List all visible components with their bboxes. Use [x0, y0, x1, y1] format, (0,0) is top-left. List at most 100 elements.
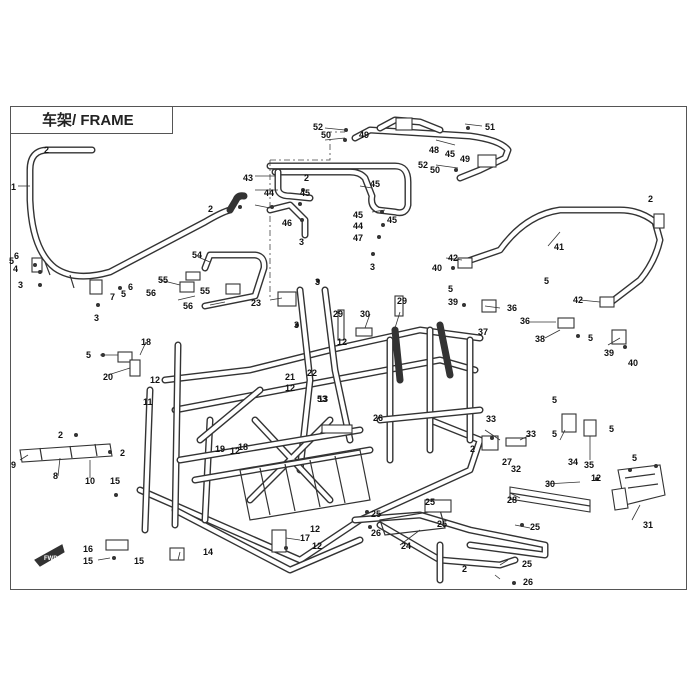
callout-37: 37 [478, 327, 488, 337]
callout-17: 17 [300, 533, 310, 543]
callout-10: 10 [85, 476, 95, 486]
callout-28: 28 [507, 495, 517, 505]
fwd-arrow-icon: FWD [34, 544, 65, 567]
callout-50: 50 [430, 165, 440, 175]
small-front-loop [226, 192, 309, 239]
fastener-dots [33, 126, 658, 585]
callout-50: 50 [321, 130, 331, 140]
front-tow-bracket [19, 443, 113, 463]
callout-55: 55 [200, 286, 210, 296]
leader-lines [18, 123, 641, 580]
callout-56: 56 [183, 301, 193, 311]
callout-38: 38 [535, 334, 545, 344]
title-text: 车架/ FRAME [42, 112, 134, 129]
callout-48: 48 [429, 145, 439, 155]
callout-34: 34 [568, 457, 578, 467]
callout-5: 5 [121, 289, 126, 299]
callout-45: 45 [445, 149, 455, 159]
callout-15: 15 [134, 556, 144, 566]
callout-11: 11 [143, 397, 153, 407]
callout-45: 45 [353, 210, 363, 220]
callout-40: 40 [628, 358, 638, 368]
callout-40: 40 [432, 263, 442, 273]
callout-3: 3 [315, 277, 320, 287]
callout-20: 20 [103, 372, 113, 382]
callout-12: 12 [312, 541, 322, 551]
callout-51: 51 [485, 122, 495, 132]
callout-15: 15 [110, 476, 120, 486]
callout-5: 5 [9, 256, 14, 266]
callout-26: 26 [523, 577, 533, 587]
callout-29: 29 [397, 296, 407, 306]
callout-14: 14 [203, 547, 213, 557]
callout-15: 15 [83, 556, 93, 566]
callout-49: 49 [460, 154, 470, 164]
top-rear-bar [351, 116, 512, 182]
callout-53: 53 [317, 394, 327, 404]
callout-31: 31 [643, 520, 653, 530]
callout-52: 52 [418, 160, 428, 170]
callout-39: 39 [448, 297, 458, 307]
callout-30: 30 [545, 479, 555, 489]
seat-support-bracket [179, 251, 268, 310]
callout-49: 49 [359, 130, 369, 140]
callout-2: 2 [648, 194, 653, 204]
callout-5: 5 [609, 424, 614, 434]
callout-8: 8 [53, 471, 58, 481]
callout-12: 12 [310, 524, 320, 534]
callout-46: 46 [282, 218, 292, 228]
callout-25: 25 [437, 519, 447, 529]
callout-19: 19 [215, 444, 225, 454]
callout-6: 6 [128, 282, 133, 292]
callout-33: 33 [526, 429, 536, 439]
callout-36: 36 [520, 316, 530, 326]
callout-18: 18 [238, 442, 248, 452]
callout-5: 5 [588, 333, 593, 343]
callout-13: 13 [318, 394, 328, 404]
callout-5: 5 [552, 395, 557, 405]
callout-52: 52 [313, 122, 323, 132]
lower-rear-subframe [351, 499, 549, 584]
callout-5: 5 [632, 453, 637, 463]
callout-2: 2 [208, 204, 213, 214]
callout-12: 12 [337, 337, 347, 347]
callout-26: 26 [371, 528, 381, 538]
callout-5: 5 [544, 276, 549, 286]
callout-6: 6 [14, 251, 19, 261]
diagram-border [10, 106, 687, 590]
callout-5: 5 [448, 284, 453, 294]
callout-25: 25 [425, 497, 435, 507]
callout-35: 35 [584, 460, 594, 470]
callout-41: 41 [554, 242, 564, 252]
callout-44: 44 [264, 188, 274, 198]
callout-26: 26 [373, 413, 383, 423]
callout-23: 23 [251, 298, 261, 308]
callout-21: 21 [285, 372, 295, 382]
callout-3: 3 [294, 320, 299, 330]
callout-9: 9 [11, 460, 16, 470]
diagram-title: 车架/ FRAME [10, 106, 173, 134]
right-side-bar [457, 206, 665, 308]
callout-2: 2 [58, 430, 63, 440]
callout-12: 12 [285, 383, 295, 393]
callout-18: 18 [141, 337, 151, 347]
callout-3: 3 [299, 237, 304, 247]
callout-12: 12 [230, 446, 240, 456]
callout-1: 1 [11, 182, 16, 192]
callout-25: 25 [371, 509, 381, 519]
rear-upper-bar [266, 131, 412, 300]
callout-45: 45 [387, 215, 397, 225]
callout-7: 7 [110, 292, 115, 302]
callout-3: 3 [94, 313, 99, 323]
callout-56: 56 [146, 288, 156, 298]
callout-2: 2 [44, 145, 49, 155]
callout-36: 36 [507, 303, 517, 313]
callout-2: 2 [120, 448, 125, 458]
fwd-label: FWD [44, 556, 58, 562]
callout-42: 42 [573, 295, 583, 305]
callout-44: 44 [353, 221, 363, 231]
callout-33: 33 [486, 414, 496, 424]
hitch-bracket [611, 464, 666, 511]
callout-5: 5 [86, 350, 91, 360]
callout-16: 16 [83, 544, 93, 554]
